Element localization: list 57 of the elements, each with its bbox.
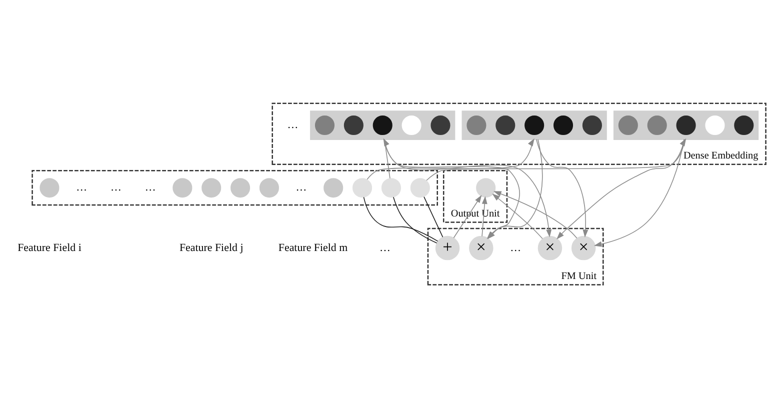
label: … bbox=[287, 119, 298, 132]
arrow bbox=[383, 138, 390, 179]
label: … bbox=[379, 242, 390, 254]
label: … bbox=[510, 242, 522, 254]
node-circle bbox=[705, 116, 725, 136]
cluster bbox=[32, 170, 438, 206]
arrow bbox=[453, 195, 482, 238]
cluster bbox=[613, 110, 759, 140]
label: Feature Field j bbox=[179, 242, 244, 254]
cluster: Output Unit bbox=[442, 170, 508, 223]
node-circle bbox=[344, 116, 364, 136]
node-circle bbox=[410, 178, 430, 198]
cluster bbox=[310, 110, 456, 140]
node-circle bbox=[202, 178, 222, 198]
node-circle bbox=[496, 116, 516, 136]
node-circle bbox=[430, 116, 450, 136]
node-circle bbox=[524, 116, 544, 136]
node-circle bbox=[372, 116, 392, 136]
cluster bbox=[462, 110, 607, 140]
node-circle bbox=[676, 116, 696, 136]
node-circle: × bbox=[469, 236, 494, 260]
label: Feature Field i bbox=[18, 242, 82, 254]
node-circle bbox=[352, 178, 372, 198]
node-circle bbox=[553, 116, 574, 136]
node-circle: × bbox=[571, 236, 596, 260]
node-circle bbox=[314, 116, 335, 136]
node-circle bbox=[618, 116, 638, 136]
arrow bbox=[493, 191, 578, 239]
node-circle bbox=[381, 178, 401, 198]
arrow bbox=[426, 138, 686, 181]
arrow bbox=[384, 138, 552, 238]
connector bbox=[424, 196, 444, 238]
label: … bbox=[296, 182, 307, 194]
arrow bbox=[594, 138, 684, 247]
connector bbox=[393, 196, 438, 244]
node-circle bbox=[734, 116, 754, 136]
node-circle bbox=[402, 116, 422, 136]
connector bbox=[363, 196, 438, 242]
arrow bbox=[536, 138, 588, 238]
node-circle: + bbox=[435, 236, 460, 260]
label: … bbox=[144, 182, 156, 194]
node-circle bbox=[647, 116, 667, 136]
node-circle bbox=[40, 178, 60, 198]
node-circle bbox=[324, 178, 344, 198]
arrow bbox=[492, 194, 543, 240]
arrow bbox=[482, 196, 488, 237]
node-circle bbox=[259, 178, 279, 198]
node-circle bbox=[582, 116, 602, 136]
arrow bbox=[366, 138, 534, 180]
node-circle bbox=[466, 116, 486, 136]
label: … bbox=[76, 182, 88, 194]
node-circle bbox=[476, 178, 496, 198]
label: … bbox=[110, 182, 122, 194]
label: Feature Field m bbox=[278, 242, 348, 254]
node-circle bbox=[230, 178, 250, 198]
node-circle bbox=[172, 178, 192, 198]
node-circle: × bbox=[538, 236, 562, 260]
